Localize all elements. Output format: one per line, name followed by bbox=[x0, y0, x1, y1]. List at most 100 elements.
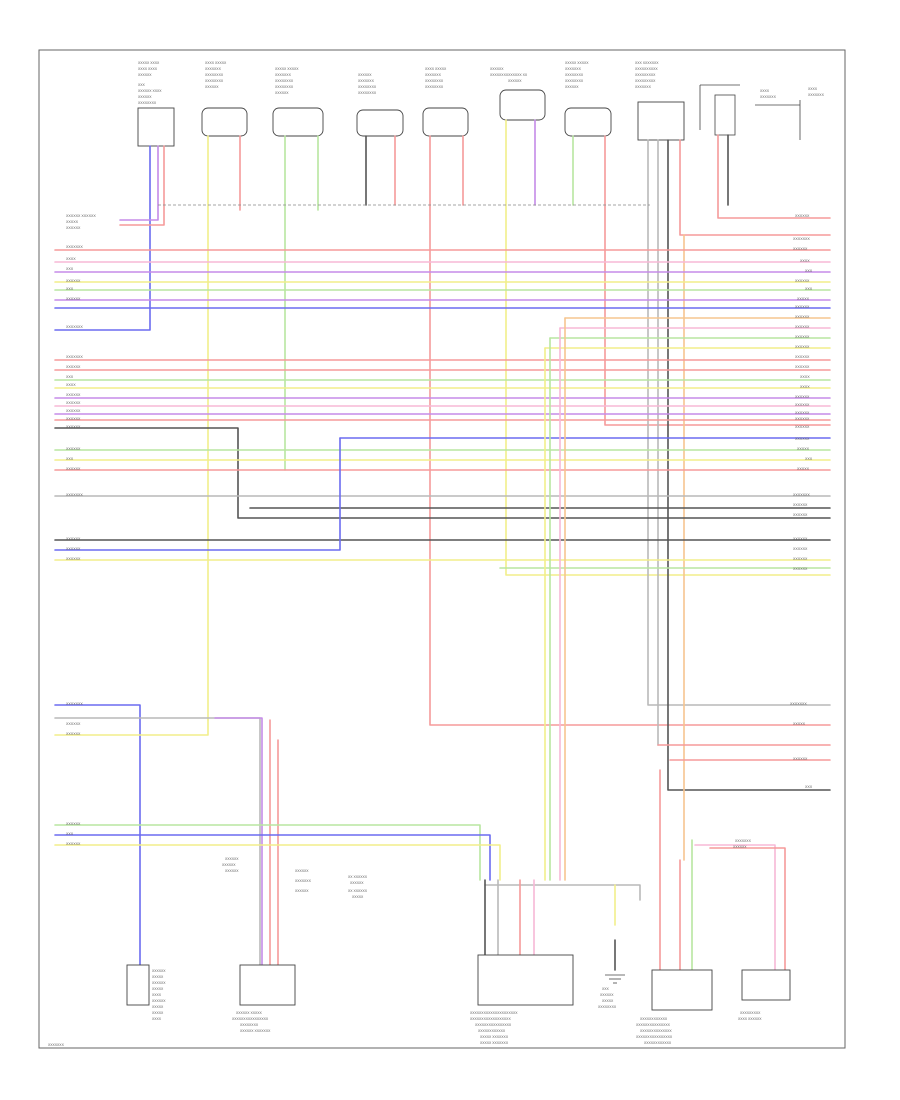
svg-text:XXXXXX: XXXXXX bbox=[66, 417, 81, 421]
svg-text:XXXXXXXXXXXXXXX: XXXXXXXXXXXXXXX bbox=[636, 1023, 671, 1027]
svg-text:XXXXXXX: XXXXXXX bbox=[66, 493, 83, 497]
svg-text:XXXXXXX: XXXXXXX bbox=[66, 702, 83, 706]
svg-text:XXXXXX: XXXXXX bbox=[600, 993, 614, 997]
component-box bbox=[651, 969, 713, 1011]
svg-text:XXXXXX: XXXXXX bbox=[793, 513, 808, 517]
svg-text:XXX: XXX bbox=[66, 287, 74, 291]
svg-text:XXX XXXXXXX: XXX XXXXXXX bbox=[635, 61, 659, 65]
svg-text:XXXX: XXXX bbox=[800, 385, 810, 389]
svg-text:XXXXX XXXXX: XXXXX XXXXX bbox=[565, 61, 589, 65]
svg-text:XXXXXXX: XXXXXXX bbox=[66, 325, 83, 329]
svg-text:XXXXXX: XXXXXX bbox=[66, 226, 81, 230]
svg-text:XXXXXXX: XXXXXXX bbox=[793, 493, 810, 497]
svg-text:XXXXXXX: XXXXXXX bbox=[735, 839, 752, 843]
svg-text:XXXXXX: XXXXXX bbox=[152, 999, 166, 1003]
right-wire-tags: XXXXXXXXXXXXXXXXXXX XXXXXXXXXXXXX XXXXXX… bbox=[790, 214, 813, 789]
svg-text:XXXXXX: XXXXXX bbox=[66, 557, 81, 561]
svg-text:XXXXXX: XXXXXX bbox=[795, 305, 810, 309]
svg-text:XXXXX: XXXXX bbox=[152, 975, 164, 979]
svg-text:XXXXXXXXXXXXXXXXXX: XXXXXXXXXXXXXXXXXX bbox=[470, 1017, 511, 1021]
svg-text:XXXXXX: XXXXXX bbox=[66, 467, 81, 471]
component-box bbox=[201, 107, 248, 137]
svg-text:XXXXXXX: XXXXXXX bbox=[790, 702, 807, 706]
svg-text:XXXXXX: XXXXXX bbox=[565, 85, 579, 89]
component-box bbox=[239, 964, 296, 1006]
svg-text:XXXX XXXX: XXXX XXXX bbox=[138, 67, 158, 71]
svg-text:XXXXXX XXXXX: XXXXXX XXXXX bbox=[236, 1011, 263, 1015]
svg-text:XXXXXX: XXXXXX bbox=[795, 437, 810, 441]
svg-text:XXXXXX: XXXXXX bbox=[793, 503, 808, 507]
svg-text:XXX: XXX bbox=[805, 785, 813, 789]
svg-text:XXXXXX: XXXXXX bbox=[205, 85, 219, 89]
svg-text:XXXXX: XXXXX bbox=[352, 895, 364, 899]
svg-text:XXX: XXX bbox=[66, 457, 74, 461]
svg-text:XXXXXX: XXXXXX bbox=[66, 409, 81, 413]
svg-text:XXXX: XXXX bbox=[66, 383, 76, 387]
component-box bbox=[741, 969, 791, 1001]
svg-text:XXXXXX: XXXXXX bbox=[66, 722, 81, 726]
svg-text:XXXXXXXXXXXXXXXXXXXXX: XXXXXXXXXXXXXXXXXXXXX bbox=[470, 1011, 518, 1015]
bottom-components: XXXXXXXXXXXXXXXXX XXXXXXXXXXXXXXX XXXXXX… bbox=[48, 954, 791, 1047]
svg-text:XXXXXXX: XXXXXXX bbox=[295, 879, 312, 883]
svg-text:XXXXXX: XXXXXX bbox=[793, 757, 808, 761]
svg-text:XXXX XXXXX: XXXX XXXXX bbox=[205, 61, 227, 65]
component-box bbox=[499, 89, 546, 121]
svg-text:XXXXXXXXXXXXXX: XXXXXXXXXXXXXX bbox=[640, 1029, 672, 1033]
component-box bbox=[564, 107, 612, 137]
svg-text:XXXXXX: XXXXXX bbox=[66, 547, 81, 551]
svg-text:XXXXXXXXXXXX: XXXXXXXXXXXX bbox=[478, 1029, 506, 1033]
svg-text:XXXXXX: XXXXXX bbox=[508, 79, 522, 83]
svg-text:XXXXXX: XXXXXX bbox=[66, 365, 81, 369]
top-wires bbox=[54, 119, 831, 861]
svg-text:XXXXXX: XXXXXX bbox=[275, 91, 289, 95]
svg-text:XXXXXX: XXXXXX bbox=[793, 547, 808, 551]
svg-text:XXXXXX: XXXXXX bbox=[66, 425, 81, 429]
svg-text:XXXXXXX: XXXXXXX bbox=[275, 73, 292, 77]
svg-text:XXXXXXX: XXXXXXX bbox=[425, 73, 442, 77]
svg-text:XXXXXX: XXXXXX bbox=[66, 401, 81, 405]
lower-wires bbox=[54, 704, 831, 971]
svg-text:XXXXXX: XXXXXX bbox=[138, 95, 152, 99]
svg-text:XXXXXX: XXXXXX bbox=[795, 355, 810, 359]
svg-text:XXX: XXX bbox=[66, 267, 74, 271]
svg-text:XXXX: XXXX bbox=[152, 1017, 162, 1021]
svg-text:XXXXXXXX: XXXXXXXX bbox=[565, 79, 584, 83]
svg-text:XXXXXXXX: XXXXXXXX bbox=[598, 1005, 617, 1009]
svg-text:XXX: XXX bbox=[805, 269, 813, 273]
svg-text:XXXXXX: XXXXXX bbox=[350, 881, 364, 885]
svg-text:XXXXXX: XXXXXX bbox=[795, 279, 810, 283]
svg-text:XXXXXXXX: XXXXXXXX bbox=[138, 101, 157, 105]
svg-text:XXXXXX: XXXXXX bbox=[793, 567, 808, 571]
left-wire-tags: XXXXXX XXXXXXXXXXXXXXXXX XXXXXXXXXXXXXX … bbox=[66, 214, 96, 846]
svg-text:XXXXX: XXXXX bbox=[793, 722, 806, 726]
component-box bbox=[477, 954, 574, 1006]
svg-text:XXXXXX XXXX: XXXXXX XXXX bbox=[138, 89, 162, 93]
svg-text:XXXXXX: XXXXXX bbox=[795, 345, 810, 349]
svg-text:XXXXXX: XXXXXX bbox=[152, 969, 166, 973]
svg-text:XXXXX XXXX: XXXXX XXXX bbox=[138, 61, 160, 65]
svg-text:XXXXXXXXXX: XXXXXXXXXX bbox=[635, 67, 658, 71]
svg-text:XXXXXX: XXXXXX bbox=[795, 335, 810, 339]
svg-text:XXXXX: XXXXX bbox=[797, 447, 810, 451]
svg-text:XXXXX: XXXXX bbox=[152, 1005, 164, 1009]
svg-text:XXXXXX: XXXXXX bbox=[138, 73, 152, 77]
svg-text:XXXXXXXX: XXXXXXXX bbox=[240, 1023, 259, 1027]
svg-text:XXXXX: XXXXX bbox=[152, 1011, 164, 1015]
svg-text:XXXXXX: XXXXXX bbox=[793, 557, 808, 561]
svg-text:XXXXXXXXX: XXXXXXXXX bbox=[635, 79, 656, 83]
svg-text:XXXXX XXXXXXX: XXXXX XXXXXXX bbox=[480, 1035, 509, 1039]
svg-text:XXXXXX: XXXXXX bbox=[795, 411, 810, 415]
svg-text:XXXXXX: XXXXXX bbox=[295, 889, 309, 893]
top-components: XXXXX XXXXXXXX XXXXXXXXXX XXXXXXXXX XXXX… bbox=[137, 61, 825, 147]
svg-text:XXXX: XXXX bbox=[66, 257, 76, 261]
svg-text:XXXXXX: XXXXXX bbox=[358, 73, 372, 77]
svg-text:XXXX XXXXXX: XXXX XXXXXX bbox=[738, 1017, 762, 1021]
svg-text:XXXXXX: XXXXXX bbox=[225, 869, 239, 873]
svg-text:XXXXXX: XXXXXX bbox=[152, 981, 166, 985]
svg-text:XX XXXXXX: XX XXXXXX bbox=[348, 875, 368, 879]
svg-text:XXXXX: XXXXX bbox=[797, 467, 810, 471]
svg-text:XXXXX: XXXXX bbox=[66, 220, 79, 224]
svg-text:XXXXXX: XXXXXX bbox=[795, 395, 810, 399]
component-box bbox=[126, 964, 150, 1006]
svg-text:XXXXXXXX: XXXXXXXX bbox=[205, 73, 224, 77]
